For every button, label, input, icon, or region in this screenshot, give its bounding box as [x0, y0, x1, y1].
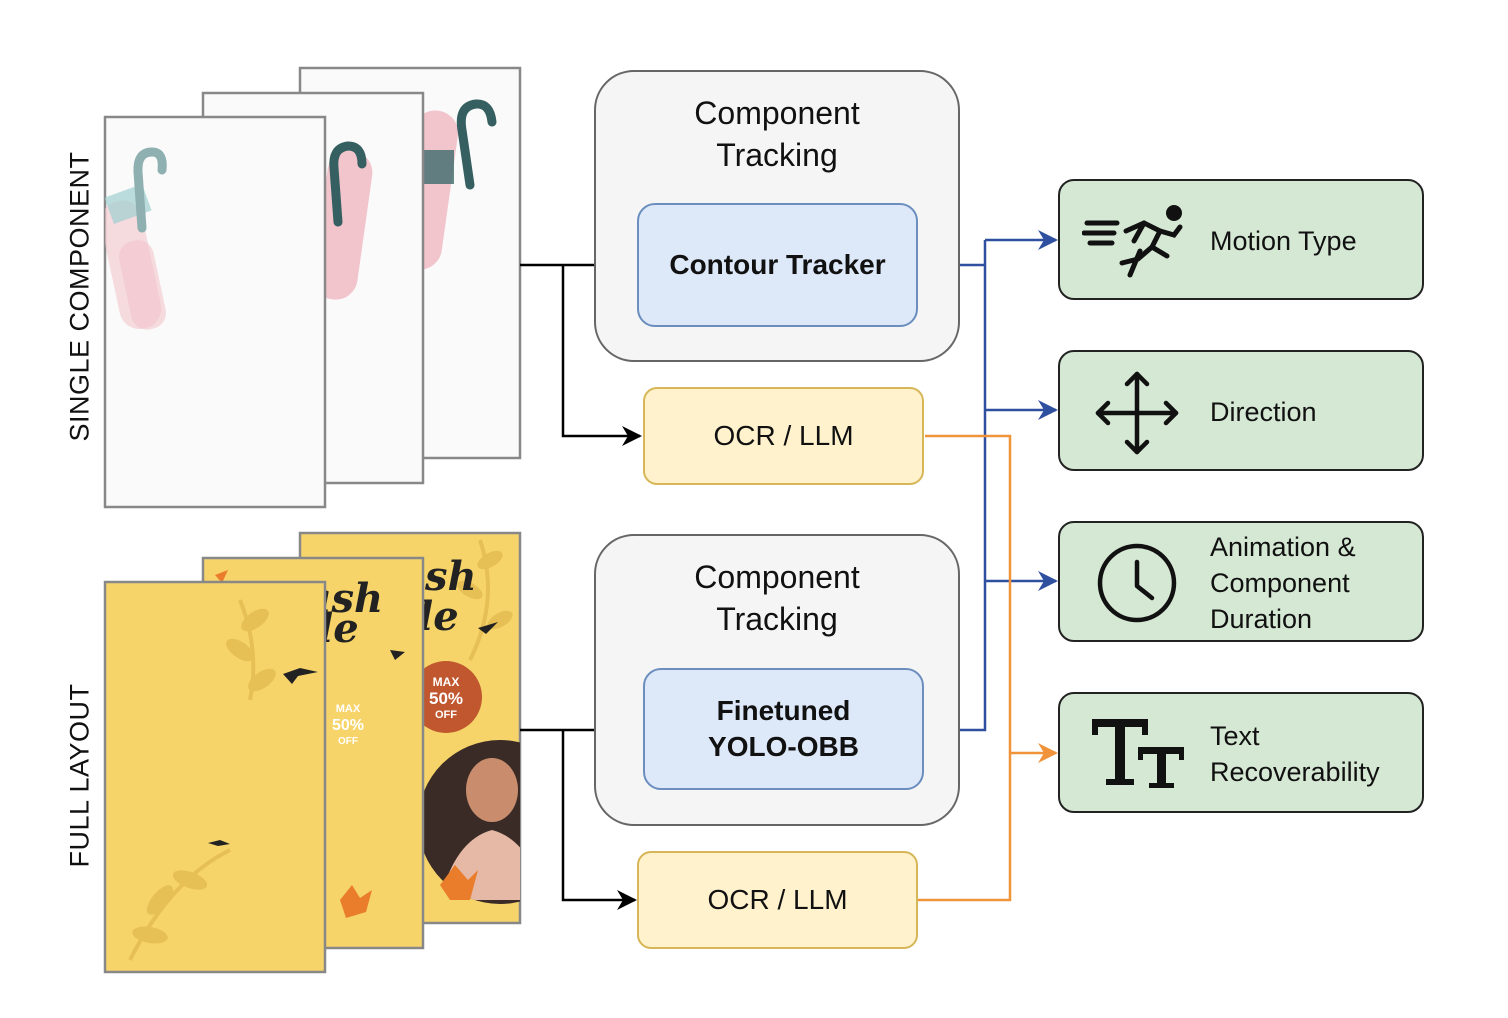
text-recoverability-output: Text Recoverability	[1058, 692, 1424, 813]
direction-label: Direction	[1210, 397, 1317, 427]
ocr-output-connectors	[918, 434, 1058, 902]
motion-type-output: Motion Type	[1058, 179, 1424, 300]
connector-ocr2-out	[918, 743, 1058, 902]
clock-icon	[1097, 543, 1177, 623]
badge-off-text: OFF	[435, 709, 457, 721]
component-tracking-title: Component Tracking	[694, 559, 860, 637]
full-layout-frames: sh le MAX 50% OFF Flash le MAX	[103, 531, 522, 974]
text-recoverability-label: Text Recoverability	[1210, 721, 1380, 787]
connector-full-to-ocr	[561, 730, 637, 910]
svg-text:sh: sh	[424, 553, 477, 600]
connector-ocr1-out	[925, 434, 1012, 753]
single-component-frames	[103, 66, 522, 509]
move-arrows-icon	[1095, 371, 1179, 455]
svg-text:OFF: OFF	[338, 736, 358, 747]
running-person-icon	[1082, 205, 1183, 278]
motion-type-label: Motion Type	[1210, 226, 1357, 256]
ocr-llm-box-full: OCR / LLM	[637, 851, 918, 949]
svg-text:MAX: MAX	[336, 703, 361, 715]
connector-single-to-ocr	[561, 265, 642, 446]
contour-tracker-box: Contour Tracker	[637, 203, 918, 327]
full-layout-label: FULL LAYOUT	[64, 683, 95, 868]
frame-full-1	[103, 580, 327, 974]
single-component-label: SINGLE COMPONENT	[64, 151, 95, 442]
frame-single-1	[103, 115, 327, 509]
svg-text:le: le	[418, 593, 459, 640]
direction-output: Direction	[1058, 350, 1424, 471]
badge-percent-text: 50%	[429, 689, 463, 708]
badge-max-text: MAX	[433, 675, 460, 689]
animation-duration-output: Animation & Component Duration	[1058, 521, 1424, 642]
yolo-obb-tracker-box: Finetuned YOLO-OBB	[643, 668, 924, 790]
animation-duration-label: Animation & Component Duration	[1210, 532, 1356, 634]
text-size-icon	[1092, 719, 1184, 788]
svg-text:50%: 50%	[332, 717, 364, 734]
ocr-llm-box-single: OCR / LLM	[643, 387, 924, 485]
component-tracking-title: Component Tracking	[694, 95, 860, 173]
